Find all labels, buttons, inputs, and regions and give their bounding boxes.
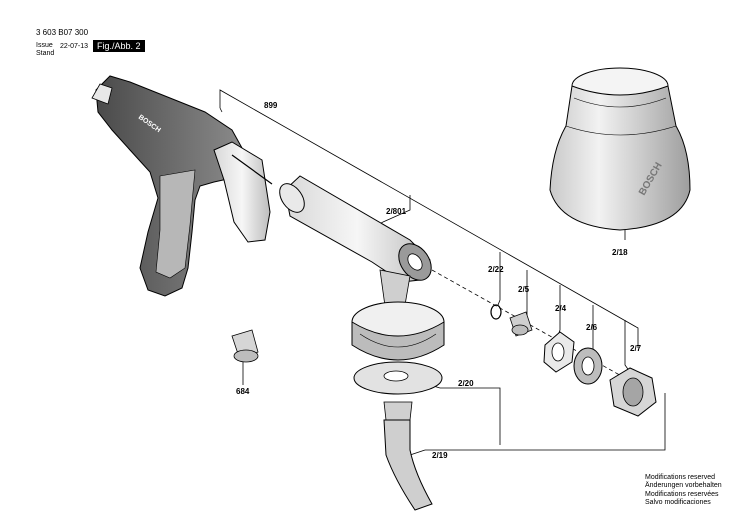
stand-label: Stand <box>36 50 55 57</box>
label-2-19: 2/19 <box>432 451 448 460</box>
part-2-6-ring <box>573 347 603 385</box>
issue-label: Issue <box>36 42 53 49</box>
label-899: 899 <box>264 101 278 110</box>
leader-899 <box>219 89 639 348</box>
part-2-7-nut <box>609 367 657 417</box>
leader-899-to-handle <box>219 107 223 113</box>
notice-line-de: Änderungen vorbehalten <box>645 482 722 490</box>
part-2-19-suction-tube <box>383 401 433 511</box>
part-2-4-ring <box>543 331 575 373</box>
document-code: 3 603 B07 300 <box>36 28 89 37</box>
label-2-22: 2/22 <box>488 265 504 274</box>
handle-trigger <box>213 141 271 243</box>
base-housing <box>351 301 445 361</box>
notice-line-es: Salvo modificaciones <box>645 499 711 507</box>
part-2-801-tube <box>279 175 432 307</box>
label-2-801: 2/801 <box>386 207 407 216</box>
trigger-rod <box>231 154 273 185</box>
handle-nozzle <box>91 83 113 105</box>
label-2-20: 2/20 <box>458 379 474 388</box>
leader-2-20 <box>440 387 501 445</box>
label-2-18: 2/18 <box>612 248 628 257</box>
notice-line-en: Modifications reserved <box>645 474 716 481</box>
leader-2-19-to-tube <box>409 449 426 456</box>
label-2-4: 2/4 <box>555 304 567 313</box>
label-2-5: 2/5 <box>518 285 530 294</box>
label-2-6: 2/6 <box>586 323 598 332</box>
part-2-18-container: BOSCH <box>549 67 691 231</box>
modifications-notice: Modifications reserved Änderungen vorbeh… <box>645 474 722 508</box>
part-684 <box>231 329 259 363</box>
issue-stand-label: Issue Stand <box>36 42 54 58</box>
label-684: 684 <box>236 387 250 396</box>
part-labels: 899 2/801 2/22 2/5 2/4 2/6 2/7 2/18 2/20… <box>236 101 642 460</box>
part-2-5-valve <box>509 311 533 337</box>
notice-line-fr: Modifications reservées <box>645 490 719 498</box>
label-2-7: 2/7 <box>630 344 642 353</box>
leader-2-19 <box>425 393 666 451</box>
leader-2-801 <box>382 195 411 223</box>
part-2-22-oring <box>490 304 502 320</box>
issue-date: 22-07-13 <box>60 43 89 50</box>
handle-grip-light <box>155 169 196 279</box>
leader-2-22 <box>497 252 501 306</box>
figure-badge: Fig./Abb. 2 <box>93 40 145 52</box>
spray-gun-handle-part: BOSCH <box>91 75 273 297</box>
part-2-20-disc <box>353 361 443 395</box>
